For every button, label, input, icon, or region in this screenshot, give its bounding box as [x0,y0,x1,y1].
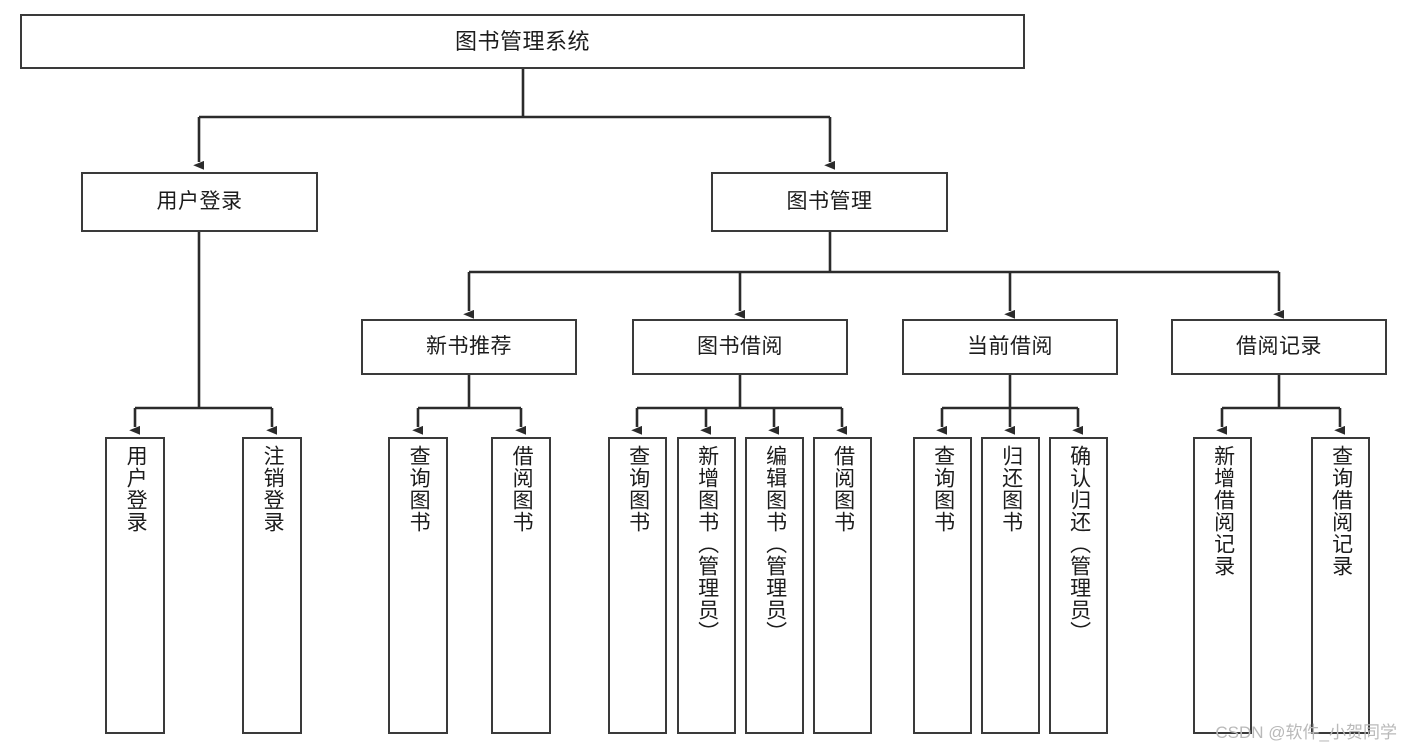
leaf-user-login-logout[interactable]: 注销登录 [242,437,302,734]
node-user-login[interactable]: 用户登录 [81,172,318,232]
node-label: 当前借阅 [967,334,1053,358]
node-label: 新增借阅记录 [1211,445,1235,577]
leaf-borrow-edit-book-admin[interactable]: 编辑图书（管理员） [745,437,804,734]
leaf-record-query[interactable]: 查询借阅记录 [1311,437,1370,734]
node-label: 确认归还（管理员） [1067,445,1091,643]
leaf-user-login-login[interactable]: 用户登录 [105,437,165,734]
node-book-management[interactable]: 图书管理 [711,172,948,232]
csdn-watermark: CSDN @软件_小贺同学 [1215,723,1397,742]
node-label: 图书管理 [786,189,873,213]
leaf-current-confirm-return-admin[interactable]: 确认归还（管理员） [1049,437,1108,734]
node-label: 查询图书 [407,445,431,533]
leaf-borrow-query-book[interactable]: 查询图书 [608,437,667,734]
node-label: 新增图书（管理员） [695,445,719,643]
node-label: 新书推荐 [426,334,512,358]
node-current-borrow[interactable]: 当前借阅 [902,319,1118,375]
node-label: 图书借阅 [697,334,783,358]
leaf-new-book-borrow[interactable]: 借阅图书 [491,437,551,734]
leaf-new-book-query[interactable]: 查询图书 [388,437,448,734]
node-label: 查询图书 [626,445,650,533]
node-label: 用户登录 [124,445,148,533]
node-new-book-recommend[interactable]: 新书推荐 [361,319,577,375]
node-book-borrow[interactable]: 图书借阅 [632,319,848,375]
node-label: 借阅图书 [510,445,534,533]
node-label: 借阅记录 [1236,334,1322,358]
node-label: 查询图书 [931,445,955,533]
node-label: 查询借阅记录 [1329,445,1353,577]
node-root-system[interactable]: 图书管理系统 [20,14,1025,69]
leaf-current-query-book[interactable]: 查询图书 [913,437,972,734]
node-label: 图书管理系统 [454,28,590,54]
node-label: 归还图书 [999,445,1023,533]
node-label: 注销登录 [261,445,285,533]
node-label: 用户登录 [156,189,243,213]
node-label: 借阅图书 [831,445,855,533]
node-borrow-record[interactable]: 借阅记录 [1171,319,1387,375]
node-label: 编辑图书（管理员） [763,445,787,643]
leaf-current-return-book[interactable]: 归还图书 [981,437,1040,734]
leaf-borrow-add-book-admin[interactable]: 新增图书（管理员） [677,437,736,734]
leaf-borrow-borrow-book[interactable]: 借阅图书 [813,437,872,734]
leaf-record-add[interactable]: 新增借阅记录 [1193,437,1252,734]
